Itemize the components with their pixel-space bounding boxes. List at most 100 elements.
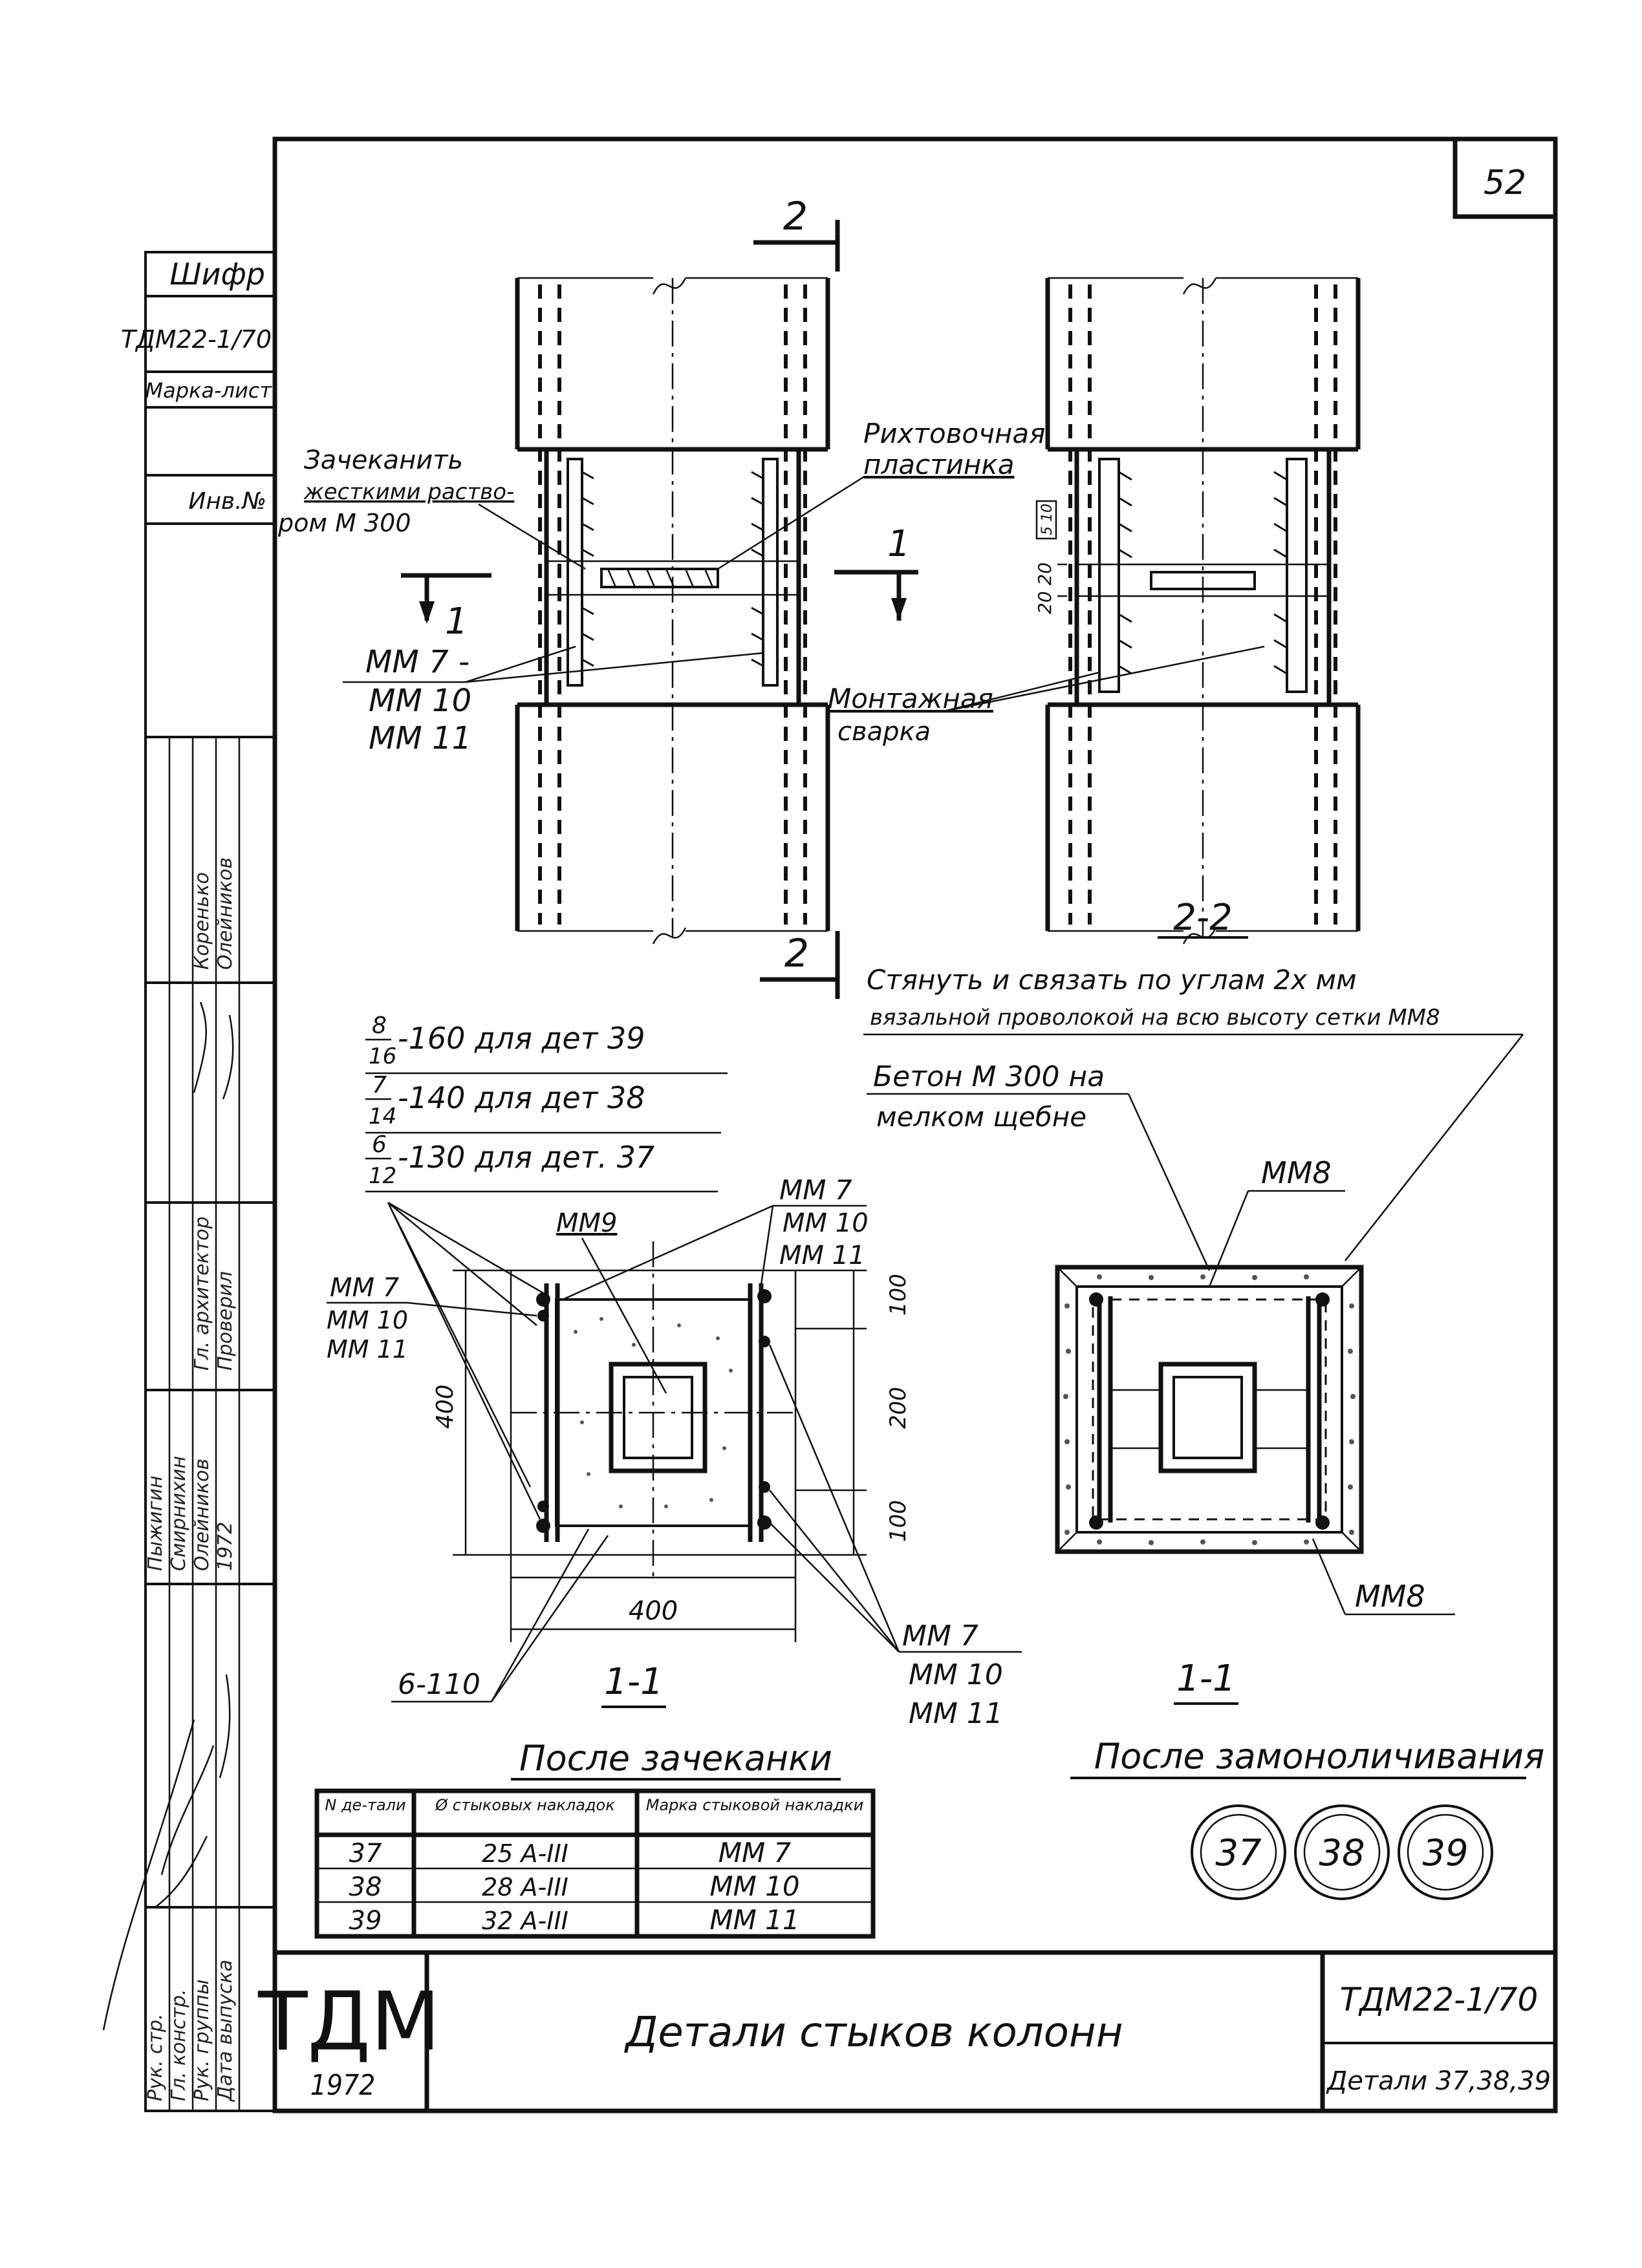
sheet-drawing-ref: Детали 37,38,39 bbox=[1326, 2066, 1551, 2096]
weld-6-110: 6-110 bbox=[398, 1668, 481, 1701]
name-2: Смирнихин bbox=[167, 1456, 190, 1571]
role-1: Рук. стр. bbox=[144, 2013, 167, 2101]
splice-table: N де-тали Ø стыковых накладок Марка стык… bbox=[314, 1788, 876, 1939]
dim-height: 400 bbox=[432, 1384, 459, 1429]
name2-1: Коренько bbox=[191, 872, 213, 970]
role-2: Гл. констр. bbox=[167, 1989, 190, 2101]
cut-mark-top: 2 bbox=[783, 194, 808, 239]
dim-width: 400 bbox=[629, 1596, 678, 1626]
sheet-title: Детали стыков колонн bbox=[623, 2009, 1123, 2057]
caulk-note-1: Зачеканить bbox=[304, 445, 463, 475]
section-1-1-right-label: 1-1 bbox=[1176, 1658, 1235, 1700]
role2-1: Гл. архитектор bbox=[191, 1216, 213, 1371]
side-stamp: Шифр ТДМ22-1/70 Марка-лист Инв.№ Рук. ст… bbox=[102, 251, 276, 2112]
name-4: 1972 bbox=[214, 1522, 237, 1571]
mesh-tr-3: ММ 11 bbox=[779, 1241, 865, 1270]
name-3: Олейников bbox=[191, 1459, 213, 1571]
caption-right: После замоноличивания bbox=[1094, 1736, 1545, 1777]
stamp-mark-label: Марка-лист bbox=[146, 378, 273, 403]
elev-mesh-3: ММ 11 bbox=[369, 720, 471, 756]
fixing-plate-1: Рихтовочная bbox=[863, 418, 1045, 449]
th-mark: Марка стыковой накладки bbox=[646, 1796, 863, 1814]
fixing-plate-2: пластинка bbox=[863, 449, 1014, 480]
td-2-0: 39 bbox=[349, 1906, 382, 1936]
stamp-header: Шифр bbox=[169, 257, 265, 292]
dim-gap: 20 20 bbox=[1034, 562, 1055, 614]
caption-left: После зачеканки bbox=[519, 1738, 832, 1779]
cut-mark-1-right: 1 bbox=[887, 523, 911, 565]
mesh-tr-2: ММ 10 bbox=[783, 1208, 869, 1238]
section-2-2-label: 2-2 bbox=[1173, 897, 1232, 939]
badge-39: 39 bbox=[1422, 1832, 1468, 1874]
elevation-view bbox=[515, 277, 830, 945]
section-1-1-left-label: 1-1 bbox=[604, 1661, 663, 1703]
logo-tdm: ТДМ bbox=[257, 1975, 440, 2069]
td-0-2: ММ 7 bbox=[718, 1837, 792, 1868]
dim-right-2: 200 bbox=[885, 1387, 911, 1429]
elevation-notes: Зачеканить жесткими раство- ром М 300 Ри… bbox=[277, 418, 1265, 756]
td-2-2: ММ 11 bbox=[709, 1904, 799, 1936]
dim-right-1: 100 bbox=[885, 1274, 911, 1316]
weld-3-text: -130 для дет. 37 bbox=[398, 1140, 654, 1175]
name-1: Пыжигин bbox=[144, 1475, 167, 1571]
mesh-l-2: ММ 10 bbox=[327, 1306, 408, 1334]
logo-year: 1972 bbox=[310, 2069, 376, 2102]
title-block: ТДМ 1972 Детали стыков колонн ТДМ22-1/70… bbox=[257, 1950, 1555, 2111]
badge-38: 38 bbox=[1319, 1832, 1365, 1874]
weld-1-top: 8 bbox=[372, 1012, 387, 1039]
cut-mark-bottom: 2 bbox=[784, 931, 809, 976]
mesh-l-1: ММ 7 bbox=[330, 1273, 400, 1303]
section-2-2-view: 20 20 5 10 2-2 bbox=[1034, 277, 1361, 945]
weld-notes: 8 16 -160 для дет 39 7 14 -140 для дет 3… bbox=[365, 1012, 728, 1520]
name2-2: Олейников bbox=[214, 857, 237, 970]
signature-scribble-2 bbox=[193, 1001, 234, 1779]
caulk-note-2: жесткими раство- bbox=[303, 479, 514, 505]
mesh-l-3: ММ 11 bbox=[327, 1335, 408, 1364]
td-1-2: ММ 10 bbox=[709, 1870, 799, 1902]
concrete-note-2: мелком щебне bbox=[876, 1101, 1086, 1133]
th-detail: N де-тали bbox=[325, 1796, 405, 1814]
signature-scribble bbox=[102, 1719, 215, 2031]
page-number-box bbox=[1453, 136, 1558, 219]
tie-note-2: вязальной проволокой на всю высоту сетки… bbox=[870, 1005, 1440, 1031]
td-1-1: 28 А-III bbox=[482, 1873, 568, 1901]
mesh-center: ММ9 bbox=[556, 1208, 617, 1238]
weld-3-bottom: 12 bbox=[369, 1163, 396, 1189]
elev-mesh-1: ММ 7 - bbox=[365, 644, 470, 680]
mesh-br-2: ММ 10 bbox=[909, 1658, 1003, 1691]
tie-note-1: Стянуть и связать по углам 2x мм bbox=[867, 964, 1357, 996]
th-diameter: Ø стыковых накладок bbox=[435, 1796, 615, 1814]
badge-37: 37 bbox=[1215, 1832, 1262, 1874]
concrete-note-1: Бетон М 300 на bbox=[873, 1060, 1105, 1093]
weld-3-top: 6 bbox=[372, 1131, 387, 1158]
sheet-code: ТДМ22-1/70 bbox=[1340, 1981, 1539, 2018]
page-number: 52 bbox=[1484, 164, 1526, 202]
section-1-1-left-view: 400 400 100 200 100 ММ 7 ММ 10 ММ 11 ММ9… bbox=[327, 1174, 1022, 1781]
dim-box: 5 10 bbox=[1039, 504, 1055, 535]
cut-marks: 2 2 1 1 bbox=[401, 194, 918, 999]
mount-weld-1: Монтажная bbox=[828, 683, 993, 714]
mesh-br-3: ММ 11 bbox=[909, 1697, 1003, 1730]
stamp-inv-label: Инв.№ bbox=[188, 488, 266, 515]
detail-badges: 37 38 39 bbox=[1191, 1804, 1493, 1900]
cut-mark-1-left: 1 bbox=[445, 601, 468, 643]
role2-2: Проверил bbox=[214, 1271, 237, 1371]
weld-2-text: -140 для дет 38 bbox=[398, 1080, 645, 1115]
weld-1-bottom: 16 bbox=[369, 1043, 396, 1069]
role-4: Дата выпуска bbox=[214, 1960, 237, 2102]
caulk-note-3: ром М 300 bbox=[277, 509, 411, 537]
td-1-0: 38 bbox=[349, 1872, 382, 1902]
dim-right-3: 100 bbox=[885, 1500, 911, 1542]
stamp-cipher: ТДМ22-1/70 bbox=[121, 325, 272, 354]
mesh-top-mm8: ММ8 bbox=[1261, 1155, 1332, 1190]
mesh-bottom-mm8: ММ8 bbox=[1355, 1579, 1425, 1614]
mesh-tr-1: ММ 7 bbox=[779, 1174, 852, 1206]
section-1-1-right-view: Стянуть и связать по углам 2x мм вязальн… bbox=[863, 964, 1545, 1779]
mount-weld-2: сварка bbox=[837, 717, 931, 747]
td-2-1: 32 А-III bbox=[482, 1907, 568, 1935]
td-0-1: 25 А-III bbox=[482, 1839, 568, 1868]
weld-1-text: -160 для дет 39 bbox=[398, 1021, 645, 1056]
td-0-0: 37 bbox=[349, 1839, 382, 1868]
